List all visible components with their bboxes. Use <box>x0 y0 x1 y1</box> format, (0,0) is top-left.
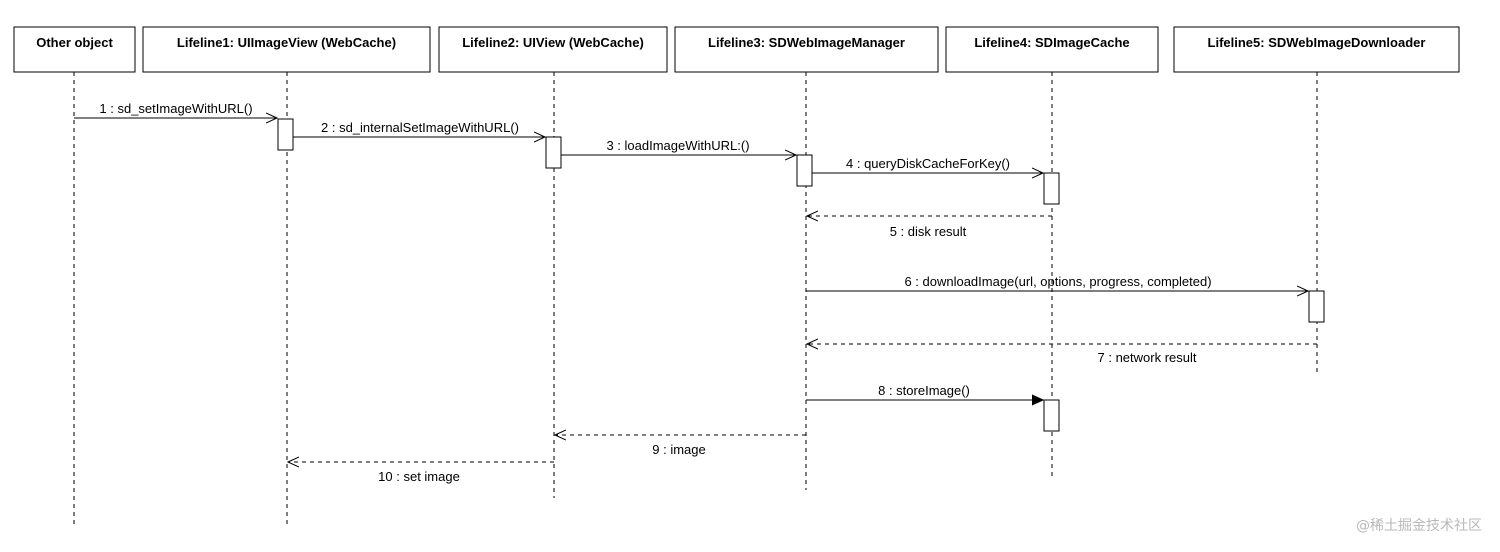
message-label: 6 : downloadImage(url, options, progress… <box>904 274 1211 289</box>
activation-lifeline3 <box>796 154 813 187</box>
message-8: 8 : storeImage() <box>806 383 1043 400</box>
message-label: 1 : sd_setImageWithURL() <box>99 101 252 116</box>
lifeline-other-object: Other object <box>13 26 136 525</box>
lifeline-label: Lifeline4: SDImageCache <box>974 35 1129 50</box>
message-label: 7 : network result <box>1098 350 1197 365</box>
lifeline-2-uiview: Lifeline2: UIView (WebCache) <box>438 26 668 498</box>
lifeline-label: Other object <box>36 35 113 50</box>
message-7: 7 : network result <box>807 344 1317 365</box>
activation-lifeline2 <box>545 136 562 169</box>
activation-lifeline4-query <box>1043 172 1060 205</box>
message-label: 10 : set image <box>378 469 460 484</box>
lifeline-label: Lifeline3: SDWebImageManager <box>708 35 905 50</box>
message-label: 2 : sd_internalSetImageWithURL() <box>321 120 519 135</box>
activation-lifeline4-store <box>1043 399 1060 432</box>
message-label: 9 : image <box>652 442 705 457</box>
message-label: 3 : loadImageWithURL:() <box>606 138 749 153</box>
activation-lifeline1 <box>277 118 294 151</box>
message-label: 8 : storeImage() <box>878 383 970 398</box>
message-label: 4 : queryDiskCacheForKey() <box>846 156 1010 171</box>
lifeline-3-sdwebimagemanager: Lifeline3: SDWebImageManager <box>674 26 939 490</box>
lifeline-1-uiimageview: Lifeline1: UIImageView (WebCache) <box>142 26 431 525</box>
message-4: 4 : queryDiskCacheForKey() <box>812 156 1043 173</box>
message-6: 6 : downloadImage(url, options, progress… <box>806 274 1308 291</box>
message-9: 9 : image <box>555 435 806 457</box>
message-5: 5 : disk result <box>807 216 1052 239</box>
activation-lifeline5 <box>1308 290 1325 323</box>
lifeline-5-sdwebimagedownloader: Lifeline5: SDWebImageDownloader <box>1173 26 1460 376</box>
message-10: 10 : set image <box>288 462 554 484</box>
message-1: 1 : sd_setImageWithURL() <box>74 101 277 118</box>
watermark: @稀土掘金技术社区 <box>1356 518 1482 534</box>
lifeline-label: Lifeline1: UIImageView (WebCache) <box>177 35 396 50</box>
message-3: 3 : loadImageWithURL:() <box>561 138 796 155</box>
lifeline-label: Lifeline2: UIView (WebCache) <box>462 35 644 50</box>
lifeline-label: Lifeline5: SDWebImageDownloader <box>1208 35 1426 50</box>
message-2: 2 : sd_internalSetImageWithURL() <box>293 120 545 137</box>
message-label: 5 : disk result <box>890 224 967 239</box>
